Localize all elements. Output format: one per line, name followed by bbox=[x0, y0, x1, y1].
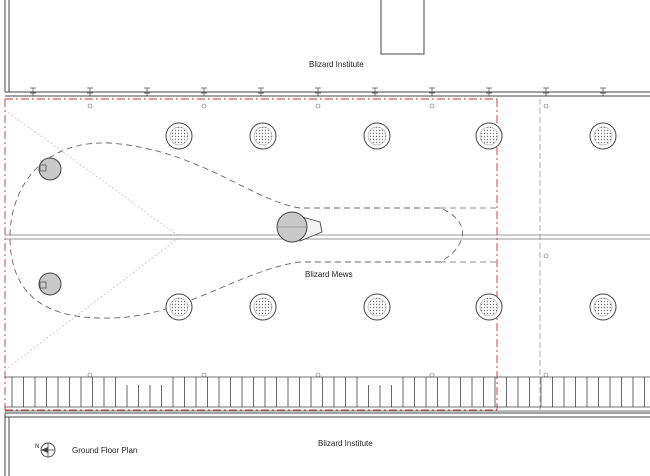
bollard-icon bbox=[315, 87, 321, 96]
bollard-icon bbox=[372, 87, 378, 96]
top-building-outline bbox=[4, 0, 650, 97]
light-post-icon bbox=[429, 103, 435, 109]
bollard-icon bbox=[144, 87, 150, 96]
bottom-railing bbox=[5, 376, 650, 412]
light-post-icon bbox=[87, 372, 93, 378]
bollard-icon bbox=[429, 87, 435, 96]
central-axis bbox=[5, 234, 650, 240]
building-label-bottom: Blizard Institute bbox=[318, 439, 373, 448]
site-boundary bbox=[4, 98, 498, 411]
tree-icon bbox=[475, 293, 503, 321]
tree-icon bbox=[165, 293, 193, 321]
bollard-icon bbox=[486, 87, 492, 96]
tree-icon bbox=[363, 293, 391, 321]
light-post-icon bbox=[201, 372, 207, 378]
mews-label: Blizard Mews bbox=[305, 270, 353, 279]
light-post-icon bbox=[543, 253, 549, 259]
trees-bottom-row bbox=[165, 293, 617, 321]
construction-lines bbox=[4, 109, 181, 371]
north-label: N bbox=[35, 444, 40, 450]
bollard-icon bbox=[600, 87, 606, 96]
tree-icon bbox=[589, 293, 617, 321]
light-post-icon bbox=[315, 372, 321, 378]
bollard-icon bbox=[258, 87, 264, 96]
building-label-top: Blizard Institute bbox=[309, 60, 364, 69]
tree-icon bbox=[249, 122, 277, 150]
bollard-icon bbox=[30, 87, 36, 96]
top-bollards bbox=[30, 87, 606, 96]
tree-icon bbox=[165, 122, 193, 150]
teardrop-path bbox=[9, 142, 463, 319]
bollard-icon bbox=[201, 87, 207, 96]
feature-lamp-icon bbox=[276, 211, 323, 243]
tree-icon bbox=[249, 293, 277, 321]
tree-icon bbox=[589, 122, 617, 150]
bottom-building-outline bbox=[4, 412, 650, 476]
lamp-icon bbox=[38, 157, 62, 181]
light-post-icon bbox=[201, 103, 207, 109]
light-post-icon bbox=[429, 372, 435, 378]
plan-title: Ground Floor Plan bbox=[72, 446, 138, 455]
light-posts bbox=[87, 103, 549, 378]
tree-icon bbox=[475, 122, 503, 150]
light-post-icon bbox=[315, 103, 321, 109]
tree-icon bbox=[363, 122, 391, 150]
lamp-icon bbox=[38, 272, 62, 296]
north-arrow-icon bbox=[40, 442, 56, 458]
bollard-icon bbox=[543, 87, 549, 96]
trees-top-row bbox=[165, 122, 617, 150]
light-post-icon bbox=[543, 103, 549, 109]
light-post-icon bbox=[87, 103, 93, 109]
light-post-icon bbox=[543, 372, 549, 378]
bollard-icon bbox=[87, 87, 93, 96]
